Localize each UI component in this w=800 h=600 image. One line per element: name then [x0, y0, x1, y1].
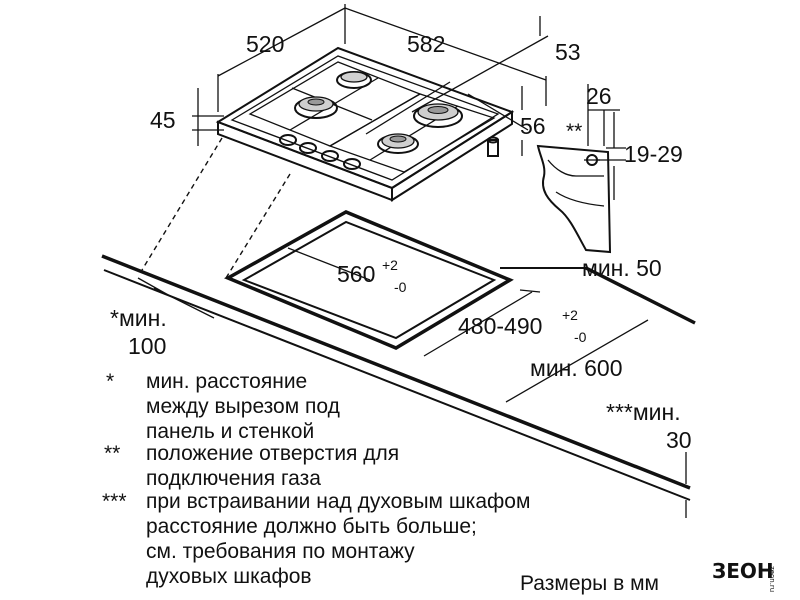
hob-thickness-side — [391, 110, 513, 202]
gas-connection-detail — [536, 84, 626, 254]
svg-text:между вырезом под: между вырезом под — [146, 395, 340, 418]
label-45: 45 — [150, 107, 176, 133]
cutout-inner — [241, 220, 497, 340]
label-56: 56 — [520, 113, 546, 139]
label-560: 560 — [337, 261, 375, 287]
control-knobs — [279, 134, 361, 170]
worktop-dimension-lines — [137, 247, 687, 518]
worktop — [101, 137, 696, 501]
svg-text:расстояние должно быть больше;: расстояние должно быть больше; — [146, 515, 477, 538]
label-560-tol-minus: -0 — [394, 279, 407, 295]
dimension-labels: 520 582 53 45 26 56 ** 19-29 560 +2 -0 4… — [110, 31, 692, 453]
burner-front-left — [294, 96, 338, 119]
hob-top-surface — [215, 46, 515, 190]
svg-text:подключения газа: подключения газа — [146, 467, 321, 490]
svg-text:**: ** — [104, 442, 120, 465]
label-53: 53 — [555, 39, 581, 65]
svg-text:***: *** — [102, 490, 127, 513]
notes: * мин. расстояние между вырезом под пане… — [102, 370, 530, 588]
gas-connector — [487, 136, 499, 157]
label-480-tol-minus: -0 — [574, 329, 587, 345]
svg-text:панель и стенкой: панель и стенкой — [146, 420, 314, 443]
svg-text:положение отверстия для: положение отверстия для — [146, 442, 399, 465]
svg-text:zeon.ru: zeon.ru — [768, 566, 776, 592]
note-3: *** при встраивании над духовым шкафом р… — [102, 490, 530, 588]
burner-rear-left — [336, 71, 372, 89]
svg-text:*: * — [106, 370, 114, 393]
label-26: 26 — [586, 83, 612, 109]
hob-dimension-lines — [192, 4, 549, 156]
label-480-tol-plus: +2 — [562, 307, 578, 323]
label-min-100-line1: *мин. — [110, 305, 167, 331]
cutout-outer — [224, 210, 514, 350]
svg-text:ЗЕОН: ЗЕОН — [712, 559, 774, 583]
label-min-100-line2: 100 — [128, 333, 166, 359]
svg-text:см. требования по монтажу: см. требования по монтажу — [146, 540, 415, 563]
label-min-30-line1: ***мин. — [606, 399, 681, 425]
label-min-50: мин. 50 — [582, 255, 662, 281]
label-19-29: 19-29 — [624, 141, 683, 167]
burners — [294, 71, 463, 154]
zeon-logo: ЗЕОН zeon.ru — [712, 559, 776, 592]
svg-text:духовых шкафов: духовых шкафов — [146, 565, 312, 588]
burner-front-right — [377, 133, 419, 154]
svg-text:мин. расстояние: мин. расстояние — [146, 370, 307, 393]
svg-text:при встраивании над духовым шк: при встраивании над духовым шкафом — [146, 490, 530, 513]
pan-supports — [248, 61, 496, 173]
worktop-profile — [536, 144, 612, 254]
units-label: Размеры в мм — [520, 572, 659, 595]
label-min-600: мин. 600 — [530, 355, 623, 381]
note-2: ** положение отверстия для подключения г… — [104, 442, 399, 490]
hob-drawing — [215, 46, 515, 202]
label-520: 520 — [246, 31, 284, 57]
note-1: * мин. расстояние между вырезом под пане… — [106, 370, 340, 443]
burner-rear-right — [413, 103, 463, 128]
label-480-490: 480-490 — [458, 313, 542, 339]
label-582: 582 — [407, 31, 445, 57]
label-560-tol-plus: +2 — [382, 257, 398, 273]
label-min-30-line2: 30 — [666, 427, 692, 453]
label-gas-marker: ** — [566, 120, 582, 143]
